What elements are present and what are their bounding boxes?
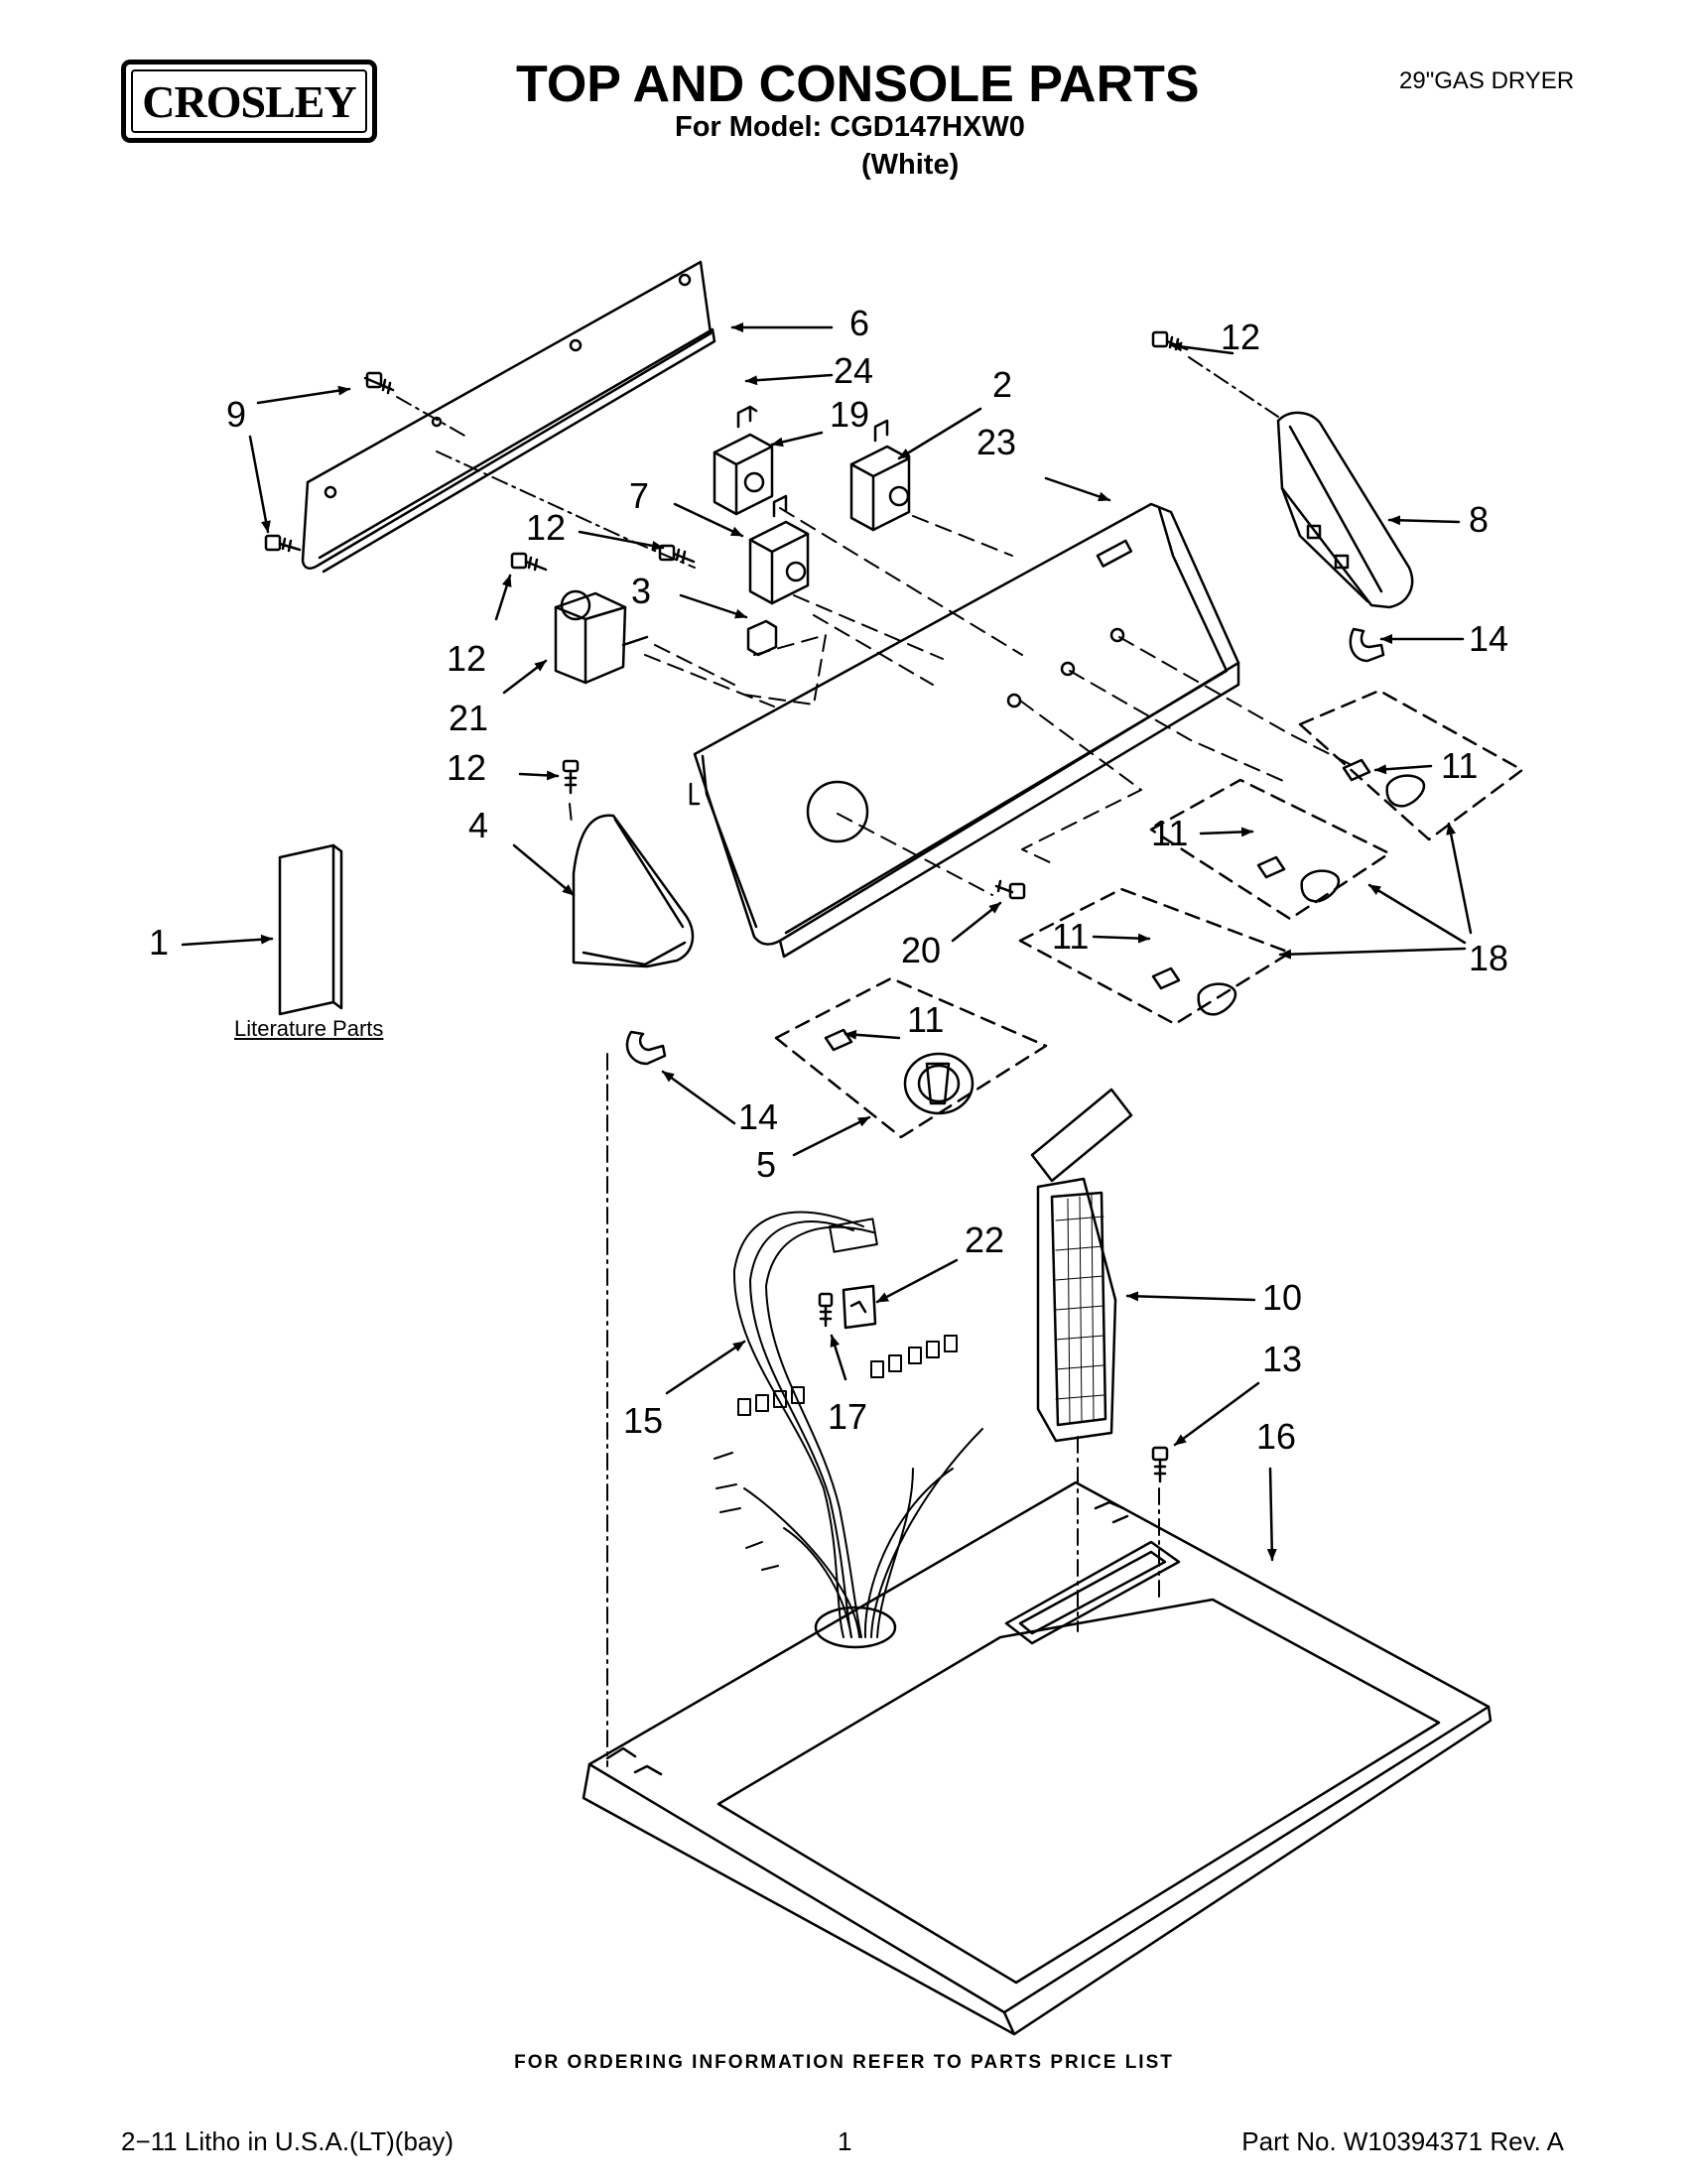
callout-leaders (181, 322, 1473, 1562)
crosley-logo: CROSLEY (121, 60, 377, 143)
brand-name: CROSLEY (131, 69, 367, 133)
literature-parts-label: Literature Parts (234, 1016, 384, 1041)
end-cap-part-8 (1276, 411, 1414, 609)
ordering-note: FOR ORDERING INFORMATION REFER TO PARTS … (514, 2052, 1174, 2073)
timer-part-21 (554, 589, 649, 685)
screw-part-9-upper (363, 371, 395, 395)
callout-12-upper-left: 12 (526, 507, 567, 548)
callout-2: 2 (992, 364, 1013, 405)
callout-11-lower: 11 (1052, 916, 1090, 957)
callout-15: 15 (623, 1400, 664, 1441)
product-type: 29"GAS DRYER (1399, 67, 1575, 94)
screw-part-20 (994, 879, 1026, 900)
screw-part-17 (818, 1292, 834, 1328)
callout-1: 1 (149, 922, 170, 963)
callout-11-middle: 11 (1151, 813, 1189, 853)
screw-part-9-lower (264, 534, 302, 553)
screw-part-12-d (562, 759, 580, 795)
callout-17: 17 (828, 1396, 868, 1437)
callout-6: 6 (849, 303, 870, 343)
callout-22: 22 (965, 1220, 1005, 1260)
switch-part-2 (849, 419, 911, 532)
callout-11-knob: 11 (907, 999, 945, 1040)
top-panel-part-16 (582, 1480, 1493, 2036)
callout-5: 5 (756, 1144, 777, 1185)
literature-part-1 (278, 843, 343, 1016)
screw-part-13 (1151, 1446, 1169, 1483)
callout-19: 19 (830, 394, 870, 435)
callout-23: 23 (976, 422, 1017, 462)
switch-part-3 (746, 619, 778, 657)
callout-12-left: 12 (447, 638, 487, 679)
screw-part-12-b (658, 544, 696, 564)
page-number: 1 (838, 2126, 852, 2156)
callout-9: 9 (226, 394, 247, 435)
knob-kit-boxes-part-18 (774, 689, 1524, 1139)
callout-16: 16 (1256, 1416, 1297, 1457)
callout-21: 21 (449, 698, 489, 738)
part-number: Part No. W10394371 Rev. A (1241, 2126, 1564, 2156)
litho-info: 2−11 Litho in U.S.A.(LT)(bay) (121, 2126, 454, 2156)
screw-part-12-c (510, 552, 548, 572)
rear-panel-part-6 (301, 260, 716, 574)
lint-screen-mesh (1055, 1194, 1104, 1424)
callout-10: 10 (1262, 1277, 1303, 1318)
callout-12-top-right: 12 (1221, 317, 1261, 357)
assembly-lines (644, 507, 1351, 896)
callout-3: 3 (631, 571, 652, 611)
switch-part-19 (713, 405, 774, 516)
callout-14-left: 14 (738, 1096, 779, 1137)
callout-20: 20 (901, 930, 942, 970)
switch-part-7 (748, 494, 810, 605)
callout-12-lower-left: 12 (447, 747, 487, 788)
clip-part-14-left (625, 1030, 667, 1066)
color-line: (White) (861, 149, 960, 181)
callout-4: 4 (468, 805, 489, 845)
wire-harness-part-15 (714, 1211, 983, 1638)
callout-8: 8 (1469, 499, 1490, 540)
callout-24: 24 (834, 350, 874, 391)
model-line: For Model: CGD147HXW0 (675, 111, 1025, 143)
console-panel-part-23 (689, 502, 1240, 959)
callout-14-right: 14 (1469, 618, 1509, 659)
lint-screen-part-10 (1030, 1088, 1133, 1443)
alignment-lines (396, 356, 1279, 1767)
bracket-part-22 (842, 1284, 877, 1330)
callout-13: 13 (1262, 1339, 1303, 1379)
callout-18: 18 (1469, 938, 1509, 978)
clip-part-14-right (1349, 627, 1385, 663)
callout-11-top: 11 (1441, 745, 1479, 786)
end-cap-part-4 (572, 814, 695, 968)
page-title: TOP AND CONSOLE PARTS (516, 56, 1200, 113)
callout-7: 7 (629, 475, 650, 516)
knobs-part-11 (824, 758, 1426, 1115)
